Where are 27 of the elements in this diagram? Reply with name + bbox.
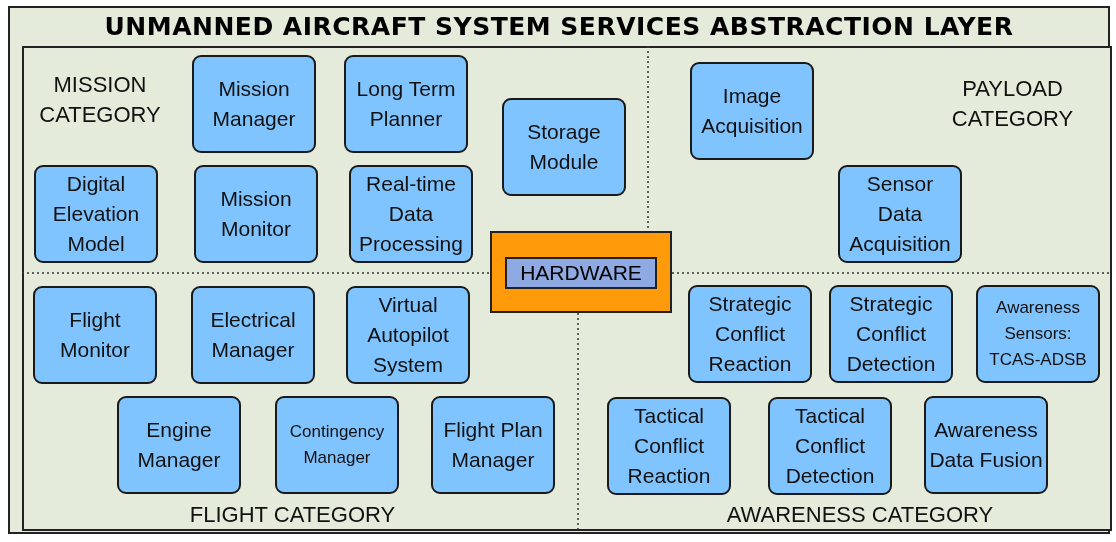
service-box: Real-time Data Processing: [349, 165, 473, 263]
category-label: PAYLOAD CATEGORY: [950, 75, 1075, 133]
service-box: Sensor Data Acquisition: [838, 165, 962, 263]
service-box: Contingency Manager: [275, 396, 399, 494]
service-box: Virtual Autopilot System: [346, 286, 470, 384]
service-box: Awareness Data Fusion: [924, 396, 1048, 494]
service-box: Awareness Sensors: TCAS-ADSB: [976, 285, 1100, 383]
service-box: Tactical Conflict Reaction: [607, 397, 731, 495]
service-box: Strategic Conflict Detection: [829, 285, 953, 383]
service-box: Tactical Conflict Detection: [768, 397, 892, 495]
panel-heading: UNMANNED AIRCRAFT SYSTEM SERVICES ABSTRACTION LAYER: [103, 11, 1015, 43]
service-box: Strategic Conflict Reaction: [688, 285, 812, 383]
service-box: Long Term Planner: [344, 55, 468, 153]
service-box: Storage Module: [502, 98, 626, 196]
service-box: Engine Manager: [117, 396, 241, 494]
service-box: Image Acquisition: [690, 62, 814, 160]
category-label: FLIGHT CATEGORY: [188, 501, 397, 529]
service-box: Electrical Manager: [191, 286, 315, 384]
service-box: Flight Plan Manager: [431, 396, 555, 494]
service-box: Digital Elevation Model: [34, 165, 158, 263]
category-label: AWARENESS CATEGORY: [725, 501, 995, 529]
service-box: Mission Monitor: [194, 165, 318, 263]
hardware-block: [490, 231, 672, 313]
hardware-box: HARDWARE: [505, 257, 657, 289]
service-box: Mission Manager: [192, 55, 316, 153]
category-label: MISSION CATEGORY: [38, 71, 162, 129]
service-box: Flight Monitor: [33, 286, 157, 384]
